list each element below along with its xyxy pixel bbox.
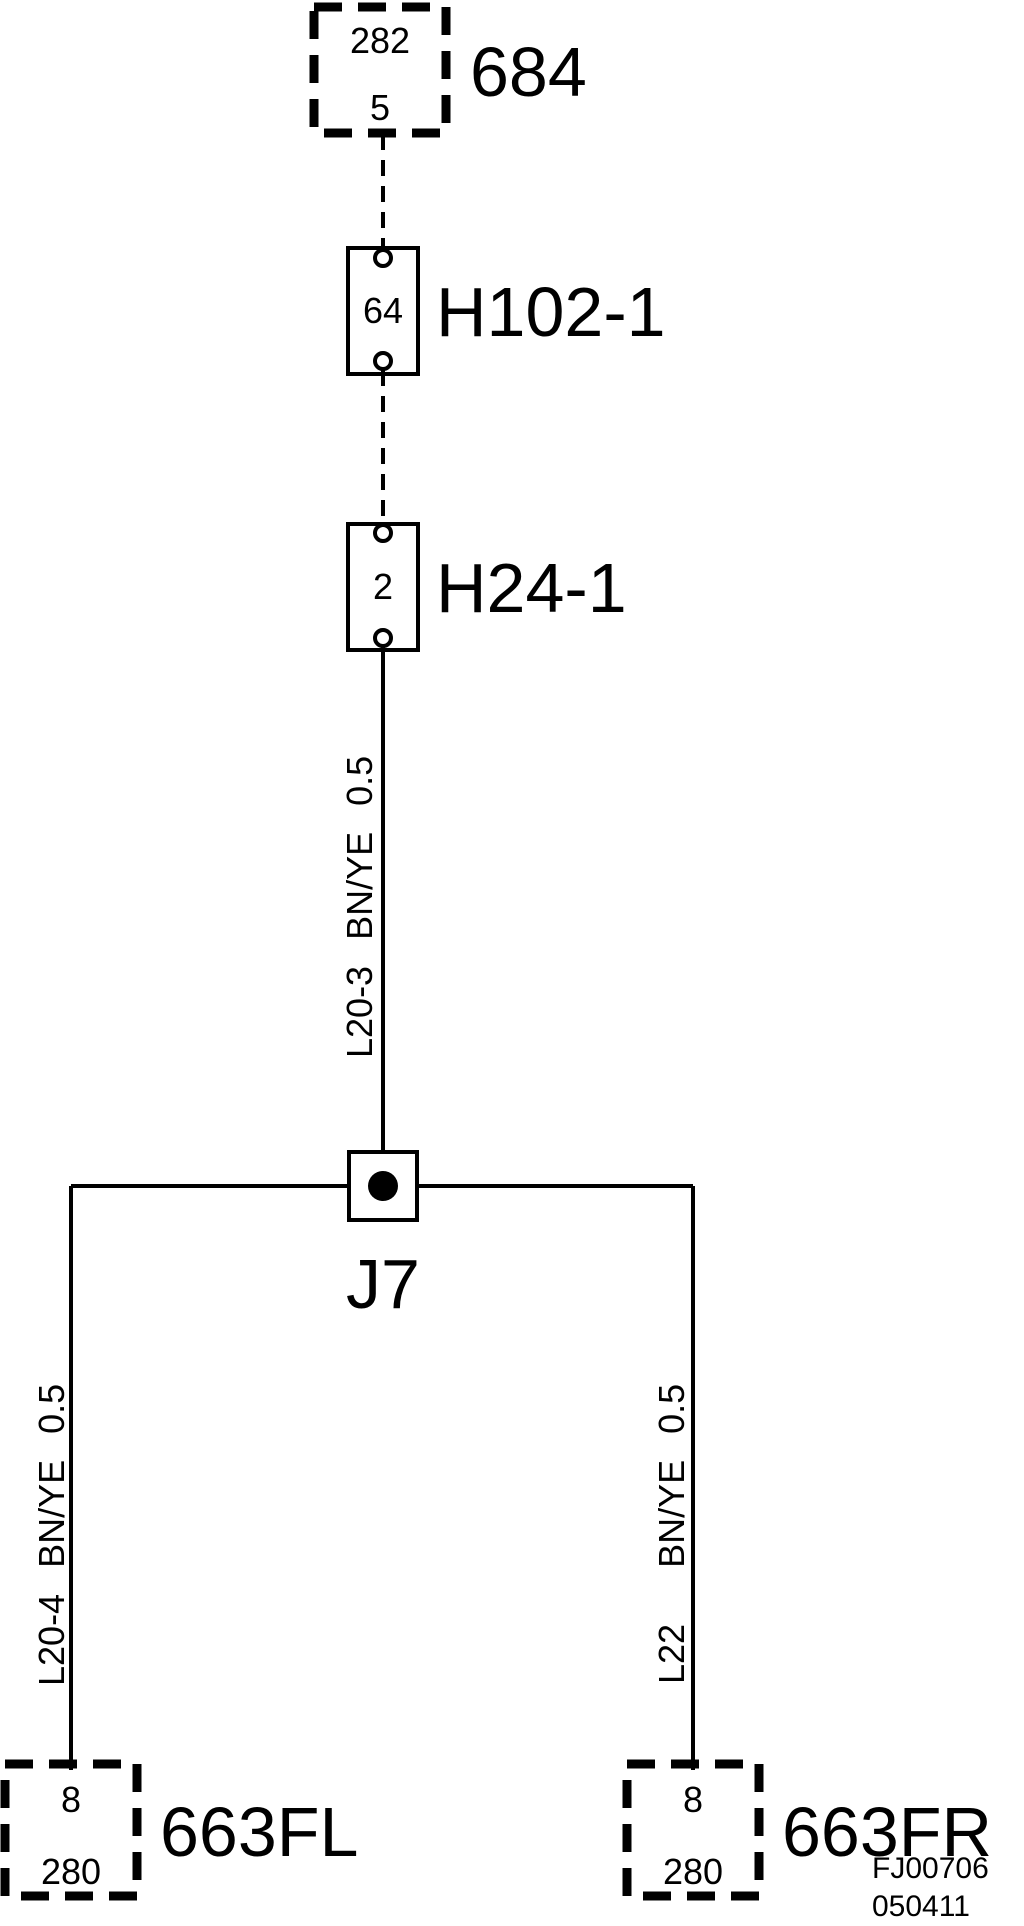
wire-l20-4-label: L20-4BN/YE0.5 [31,1384,72,1686]
wire-l20-3-label: L20-3BN/YE0.5 [339,756,380,1058]
h24-1-lower-terminal [373,628,393,648]
connector-663fl[interactable]: 8 280 [0,1759,142,1901]
h24-1-label: H24-1 [436,549,627,627]
inline-connector-h102-1[interactable]: 64 [346,246,420,376]
junction-dot [368,1171,398,1201]
wire-l22-label: L22BN/YE0.5 [651,1384,692,1684]
inline-connector-h24-1[interactable]: 2 [346,522,420,652]
junction-j7[interactable] [347,1150,419,1222]
h24-1-upper-terminal [373,523,393,543]
connector-684-label: 684 [470,33,587,111]
connector-684[interactable]: 282 5 [309,2,451,138]
connector-663fl-upper-pin: 8 [61,1779,81,1820]
drawing-code-line1: FJ00706 [872,1852,989,1885]
connector-663fr[interactable]: 8 280 [622,1759,764,1901]
connector-663fr-upper-pin: 8 [683,1779,703,1820]
connector-663fr-label: 663FR [782,1793,992,1871]
connector-663fr-lower-pin: 280 [663,1851,723,1892]
h102-1-label: H102-1 [436,273,666,351]
connector-684-upper-pin: 282 [350,20,410,61]
drawing-code-line2: 050411 [872,1890,970,1923]
h102-1-pin: 64 [363,290,403,331]
h102-1-lower-terminal [373,351,393,371]
connector-663fl-label: 663FL [160,1793,358,1871]
h24-1-pin: 2 [373,566,393,607]
connector-684-lower-pin: 5 [370,87,390,128]
h102-1-upper-terminal [373,248,393,268]
junction-j7-label: J7 [346,1245,420,1323]
connector-663fl-lower-pin: 280 [41,1851,101,1892]
